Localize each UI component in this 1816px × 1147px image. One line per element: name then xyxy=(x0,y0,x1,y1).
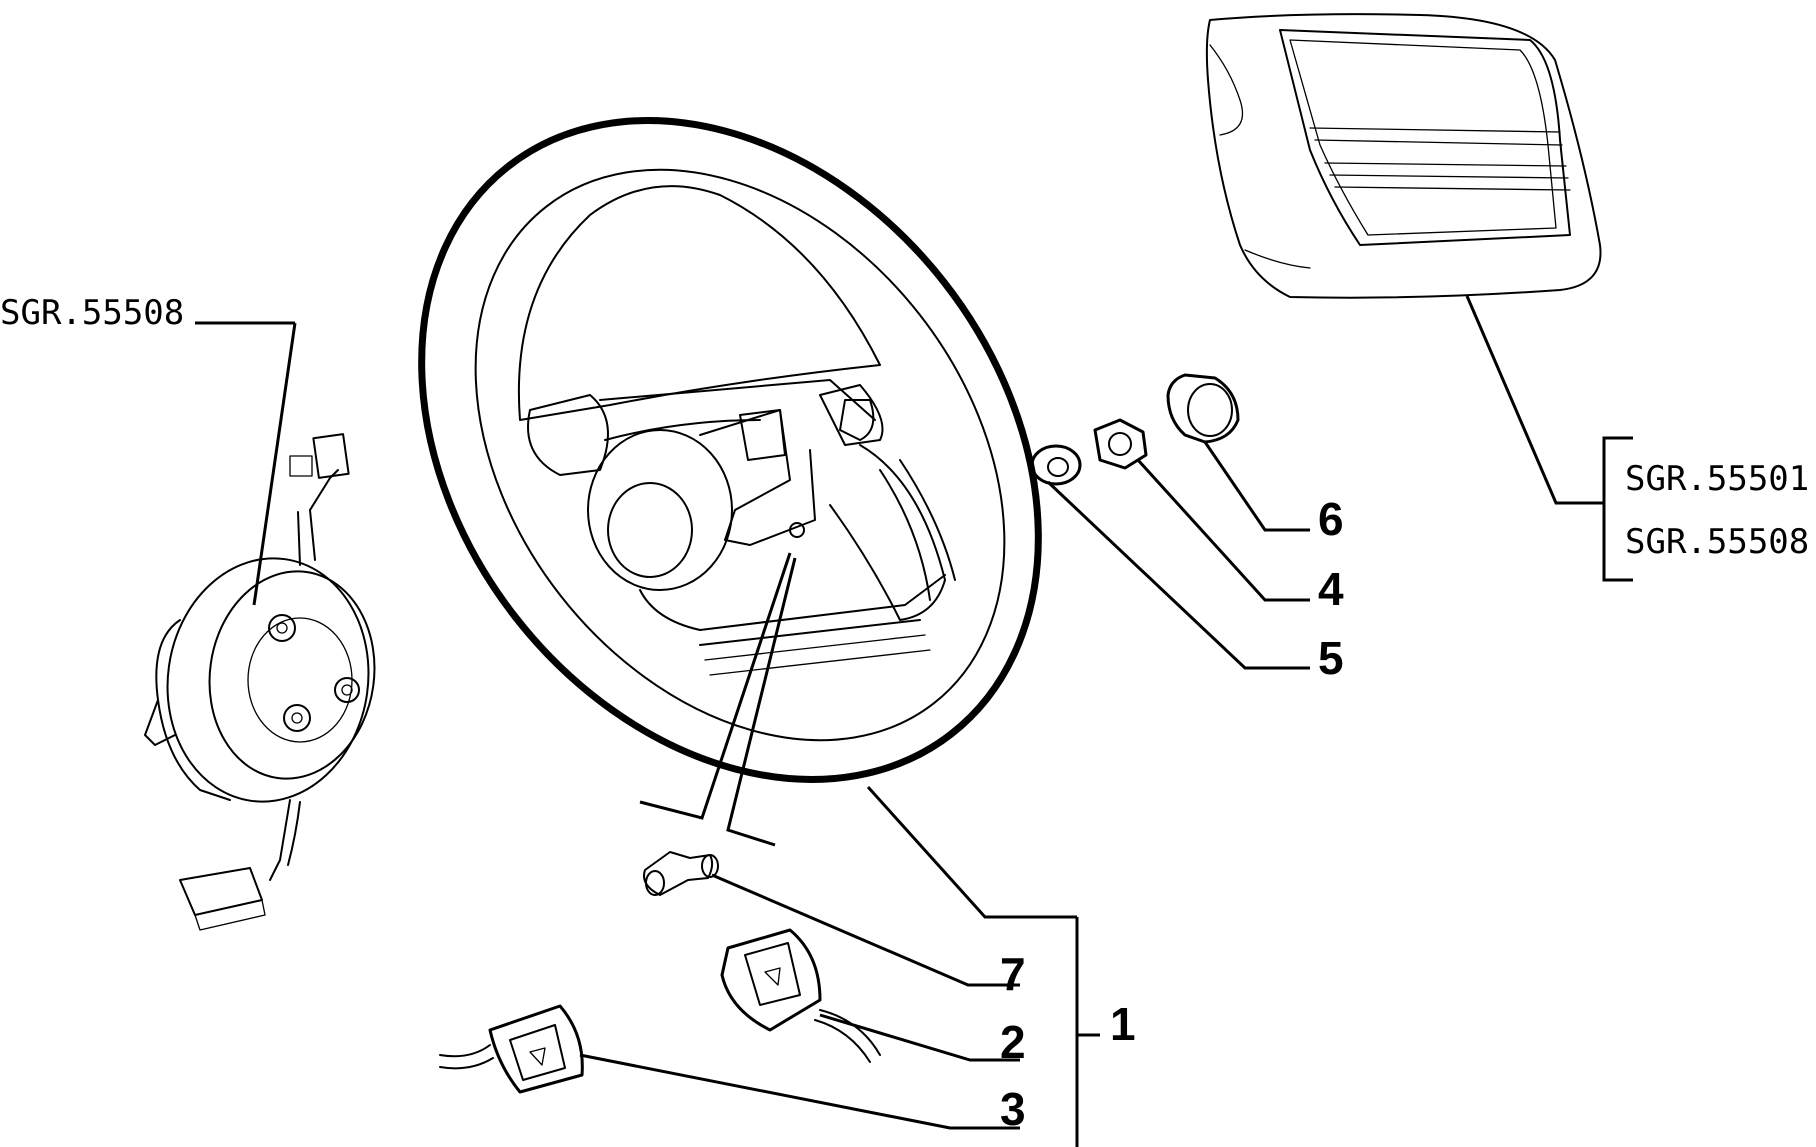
callout-3: 3 xyxy=(1000,1083,1026,1135)
cap-part xyxy=(1166,373,1240,444)
leader-horn-pad xyxy=(1465,295,1604,505)
clock-spring-part xyxy=(144,433,376,931)
leader-cap xyxy=(1203,441,1310,532)
callout-2: 2 xyxy=(1000,1016,1026,1068)
horn-button-right-part xyxy=(720,928,881,1063)
horn-button-left-part xyxy=(439,1004,584,1094)
bracket-horn-pad xyxy=(1602,436,1633,582)
leader-clock-spring-diag xyxy=(252,322,297,606)
steering-wheel-part xyxy=(418,117,1042,783)
leader-screw-slot-b xyxy=(726,557,797,847)
nut-part xyxy=(1093,418,1148,470)
callout-6: 6 xyxy=(1318,493,1344,545)
leader-screw-slot-a xyxy=(639,552,792,820)
washer-part xyxy=(1030,444,1082,486)
leader-screw xyxy=(711,873,1020,987)
leader-steering-wheel xyxy=(866,785,1077,919)
callout-1: 1 xyxy=(1110,998,1136,1050)
leader-horn-left xyxy=(579,1053,1020,1130)
callout-7: 7 xyxy=(1000,948,1026,1000)
horn-pad-ref-label-1: SGR.55501 xyxy=(1625,459,1809,499)
screw-part xyxy=(643,851,719,896)
leader-washer xyxy=(1046,480,1310,670)
horn-pad-part xyxy=(1205,13,1602,299)
callout-4: 4 xyxy=(1318,563,1344,615)
horn-pad-ref-label-2: SGR.55508 xyxy=(1625,522,1809,562)
clock-spring-ref-label: SGR.55508 xyxy=(0,293,184,333)
leader-nut xyxy=(1136,458,1310,602)
callout-5: 5 xyxy=(1318,632,1344,684)
leader-horn-right xyxy=(819,1013,1020,1062)
